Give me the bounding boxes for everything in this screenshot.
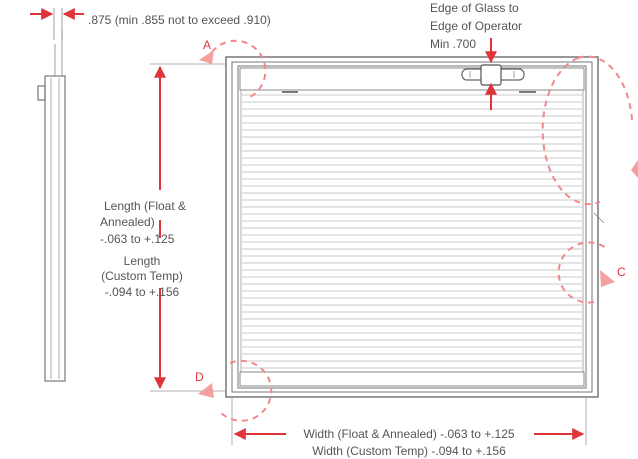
thickness-dimension [30, 8, 84, 40]
edge-glass-line1: Edge of Glass to [430, 1, 519, 15]
callout-b [541, 55, 638, 224]
length-float-line2: Annealed) [100, 215, 155, 229]
edge-glass-line2: Edge of Operator [430, 19, 522, 33]
width-float-label: Width (Float & Annealed) -.063 to +.125 [303, 427, 514, 441]
length-temp-line2: (Custom Temp) [101, 269, 183, 283]
side-operator-knob [37, 85, 46, 101]
front-view-frame [225, 56, 599, 398]
callout-c-label: C [617, 265, 626, 279]
thickness-label: .875 (min .855 not to exceed .910) [88, 13, 271, 27]
length-temp-line1: Length [124, 254, 161, 268]
bottom-rail [239, 371, 585, 387]
callout-a-label: A [203, 38, 211, 52]
callout-c [557, 241, 615, 304]
length-dimension [150, 63, 226, 392]
callout-d [198, 359, 273, 422]
blind-slats [242, 94, 582, 369]
length-temp-line3: -.094 to +.156 [105, 285, 180, 299]
edge-glass-line3: Min .700 [430, 37, 476, 51]
width-dimension [231, 398, 587, 445]
side-profile-view [37, 30, 66, 382]
callout-a [199, 39, 267, 99]
callout-d-label: D [195, 370, 204, 384]
operator-handle-icon [461, 64, 525, 86]
length-float-line3: -.063 to +.125 [100, 232, 175, 246]
width-temp-label: Width (Custom Temp) -.094 to +.156 [312, 444, 506, 458]
length-float-line1: Length (Float & [104, 199, 186, 213]
